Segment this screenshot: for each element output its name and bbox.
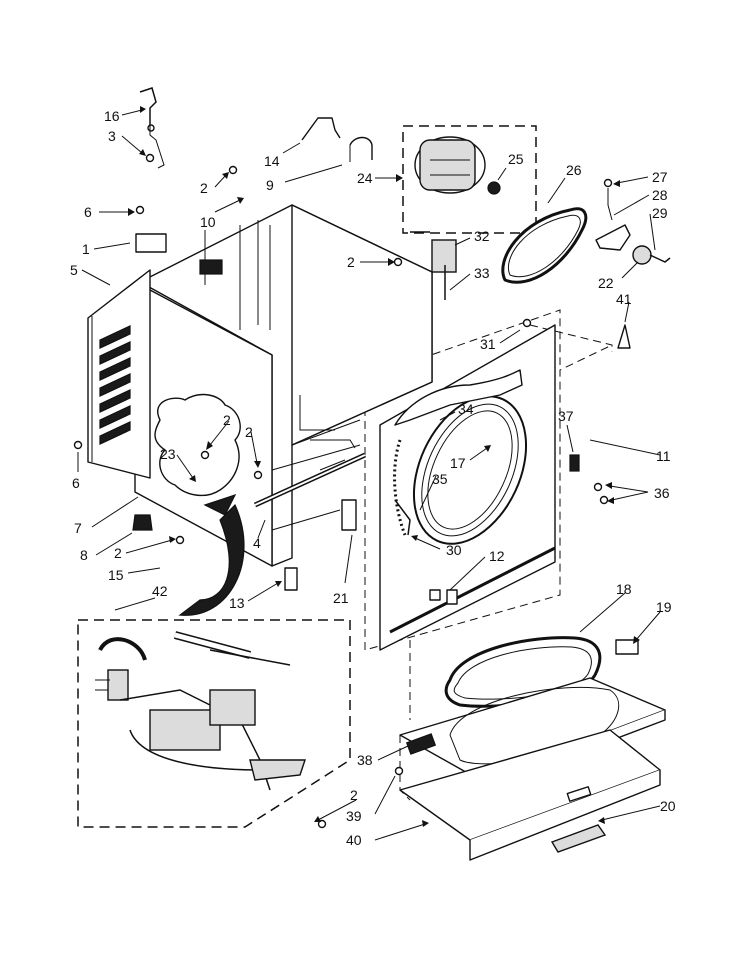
callout-35: 35	[432, 471, 448, 487]
callout-6: 6	[84, 204, 92, 220]
panel-clip	[429, 589, 441, 601]
screw-icon	[253, 470, 263, 480]
cabinet	[87, 204, 433, 616]
callout-31: 31	[480, 336, 496, 352]
callout-16: 16	[104, 108, 120, 124]
cabinet-clip-top	[301, 117, 341, 141]
idler-bracket	[595, 224, 631, 251]
cabinet-clip	[284, 567, 298, 591]
callout-28: 28	[652, 187, 668, 203]
screw-icon	[175, 535, 185, 545]
seal-retainer	[446, 589, 458, 605]
drive-motor	[414, 136, 501, 195]
switch-guide	[529, 324, 613, 352]
screw-icon	[317, 819, 327, 829]
screw-icon	[135, 205, 145, 215]
callout-6: 6	[72, 475, 80, 491]
callout-24: 24	[357, 170, 373, 186]
bottom-clip	[615, 639, 639, 655]
callout-15: 15	[108, 567, 124, 583]
leveling-leg	[132, 514, 153, 531]
exhaust-duct	[178, 503, 245, 616]
callout-30: 30	[446, 542, 462, 558]
motor-kit-outline	[402, 125, 537, 234]
screw-icon	[393, 257, 403, 267]
screw-icon	[522, 318, 532, 328]
screw-icon	[599, 495, 609, 505]
callout-8: 8	[80, 547, 88, 563]
screw-icon	[603, 178, 613, 188]
door-strike	[569, 454, 580, 472]
callout-34: 34	[458, 401, 474, 417]
callout-38: 38	[357, 752, 373, 768]
base-clip	[550, 824, 607, 853]
callout-10: 10	[200, 214, 216, 230]
callout-5: 5	[70, 262, 78, 278]
callout-labels: 16 3 14 2 9 24 25 26 27 28 29 6 10 1 5 2…	[70, 108, 676, 848]
front-panel-guide-right	[364, 344, 613, 651]
drum-light	[617, 324, 631, 349]
callout-27: 27	[652, 169, 668, 185]
callout-2: 2	[347, 254, 355, 270]
callout-2: 2	[350, 787, 358, 803]
callout-17: 17	[450, 455, 466, 471]
callout-22: 22	[598, 275, 614, 291]
idler-pulley	[632, 245, 652, 265]
rear-vents	[99, 325, 131, 445]
callout-9: 9	[266, 177, 274, 193]
callout-41: 41	[616, 291, 632, 307]
callout-14: 14	[264, 153, 280, 169]
drum-support	[349, 136, 373, 160]
base-assembly	[399, 636, 666, 861]
door-hinge	[341, 499, 357, 531]
callout-2: 2	[200, 180, 208, 196]
thermal-fuse	[139, 87, 157, 125]
cabinet-rear-panel	[87, 269, 151, 479]
screw-icon	[200, 450, 210, 460]
door-switch	[431, 239, 457, 273]
screw-icon	[593, 482, 603, 492]
callout-29: 29	[652, 205, 668, 221]
terminal-plate	[199, 259, 223, 275]
callout-21: 21	[333, 590, 349, 606]
callout-2: 2	[114, 545, 122, 561]
callout-40: 40	[346, 832, 362, 848]
base-bracket	[405, 733, 437, 755]
drive-belt	[501, 207, 588, 284]
callout-32: 32	[474, 228, 490, 244]
callout-3: 3	[108, 128, 116, 144]
callout-1: 1	[82, 241, 90, 257]
callout-2: 2	[245, 424, 253, 440]
callout-4: 4	[253, 535, 261, 551]
callout-26: 26	[566, 162, 582, 178]
callout-19: 19	[656, 599, 672, 615]
callout-25: 25	[508, 151, 524, 167]
wiring-harness-outline	[77, 619, 351, 828]
callout-12: 12	[489, 548, 505, 564]
callout-20: 20	[660, 798, 676, 814]
screw-icon	[394, 766, 404, 776]
leader-lines	[77, 106, 661, 841]
callout-23: 23	[160, 446, 176, 462]
callout-36: 36	[654, 485, 670, 501]
screw-icon	[145, 153, 155, 163]
callout-13: 13	[229, 595, 245, 611]
callout-39: 39	[346, 808, 362, 824]
screw-icon	[73, 440, 83, 450]
cutaway-view	[154, 393, 241, 497]
callout-2: 2	[223, 412, 231, 428]
screws	[73, 153, 613, 829]
callout-11: 11	[656, 448, 671, 464]
screw-icon	[228, 165, 238, 175]
callout-37: 37	[558, 408, 574, 424]
front-panel	[379, 324, 580, 651]
wire-harness	[95, 631, 306, 791]
callout-42: 42	[152, 583, 168, 599]
callout-18: 18	[616, 581, 632, 597]
terminal-block	[135, 233, 167, 253]
callout-33: 33	[474, 265, 490, 281]
callout-7: 7	[74, 520, 82, 536]
